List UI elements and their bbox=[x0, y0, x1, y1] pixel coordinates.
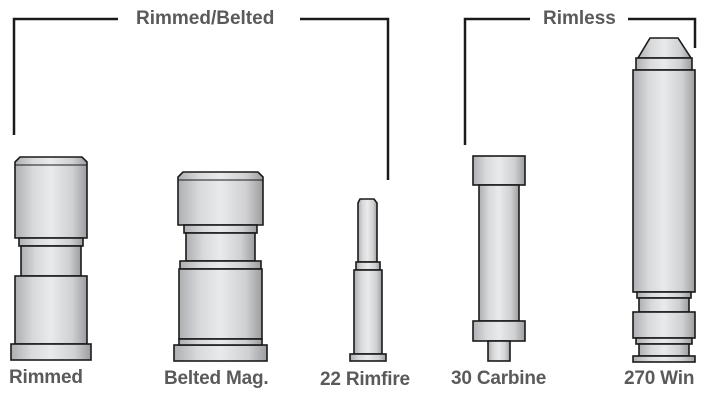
label-rimmed: Rimmed bbox=[9, 367, 83, 388]
cartridge-rimmed bbox=[10, 156, 92, 361]
label-22-rimfire: 22 Rimfire bbox=[320, 369, 410, 390]
cartridge-270-win bbox=[632, 37, 696, 363]
group-label-rimless: Rimless bbox=[537, 8, 622, 30]
cartridge-30-carbine bbox=[472, 155, 526, 362]
label-30-carbine: 30 Carbine bbox=[451, 368, 547, 389]
bracket-rimless bbox=[463, 17, 697, 145]
cartridge-22-rimfire bbox=[349, 198, 387, 362]
bracket-rimmed-belted bbox=[12, 17, 390, 180]
cartridge-belted-mag bbox=[173, 171, 268, 362]
label-270-win: 270 Win bbox=[624, 368, 695, 389]
label-belted-mag: Belted Mag. bbox=[164, 368, 269, 389]
group-label-rimmed-belted: Rimmed/Belted bbox=[130, 8, 281, 30]
